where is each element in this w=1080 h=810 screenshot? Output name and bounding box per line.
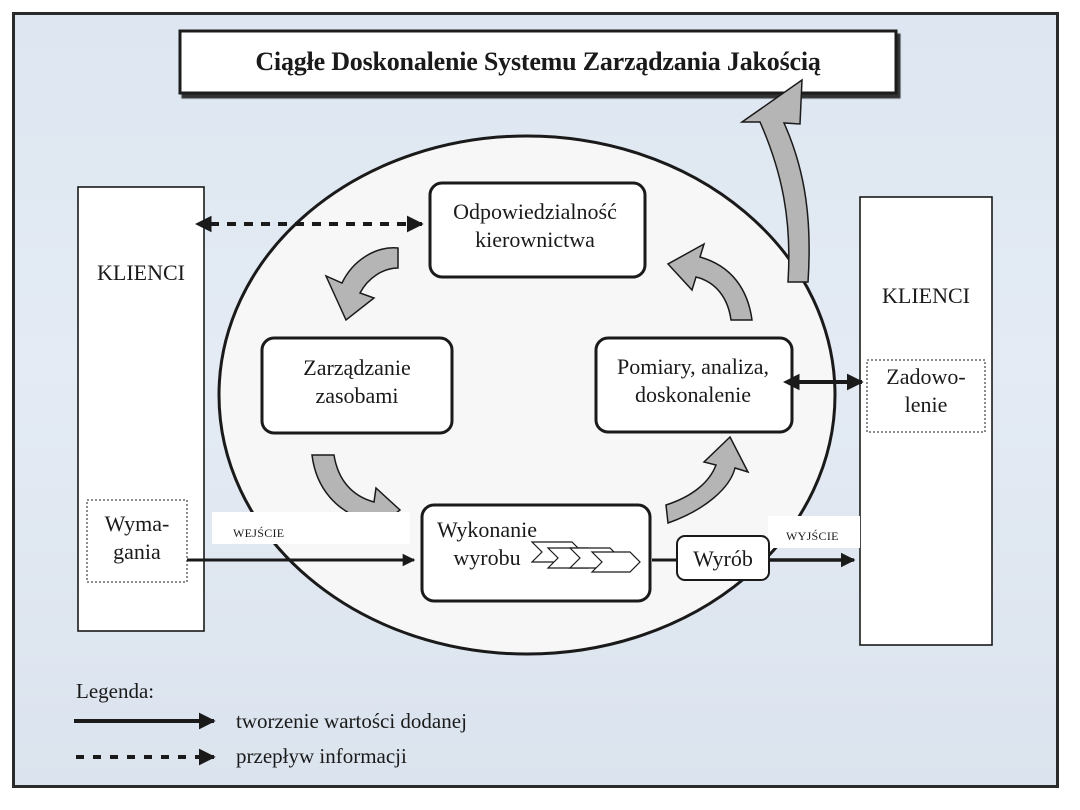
improvement-arrow: [739, 78, 810, 283]
input-label: WEJŚCIE: [233, 526, 285, 540]
legend-title: Legenda:: [76, 679, 155, 703]
output-label: WYJŚCIE: [786, 529, 839, 543]
cycle-arrow-top-right: [666, 242, 753, 321]
resources-line-2: zasobami: [315, 382, 399, 408]
realization-box: [420, 503, 652, 603]
management-line-2: kierownictwa: [475, 226, 595, 252]
resources-box: [260, 336, 454, 435]
requirements-box: [86, 499, 188, 583]
output-label-box: [768, 516, 860, 548]
customers-right-label: KLIENCI: [882, 283, 970, 308]
chevron-flow-icon: [530, 541, 641, 573]
resources-line-1: Zarządzanie: [303, 355, 411, 380]
satisfaction-line-1: Zadowo-: [886, 364, 966, 389]
management-box: [428, 181, 647, 279]
product-box: [676, 535, 770, 581]
legend-solid-label: tworzenie wartości dodanej: [236, 709, 467, 733]
resources-label: Zarządzanie zasobami: [262, 354, 452, 409]
product-label: Wyrób: [693, 546, 753, 571]
management-line-1: Odpowiedzialność: [453, 199, 617, 224]
measurement-line-2: doskonalenie: [634, 381, 752, 407]
cycle-arrow-top-left: [324, 247, 399, 322]
legend-dotted-label: przepływ informacji: [236, 744, 407, 768]
requirements-line-2: gania: [113, 538, 161, 564]
measurement-label: Pomiary, analiza, doskonalenie: [596, 353, 790, 408]
satisfaction-label: Zadowo- lenie: [867, 363, 985, 418]
realization-label: Wykonanie wyrobu: [422, 516, 552, 571]
title-box: [178, 29, 898, 95]
realization-line-2: wyrobu: [453, 544, 521, 570]
requirements-line-1: Wyma-: [104, 511, 170, 536]
cycle-arrow-bottom-right: [665, 435, 750, 525]
realization-line-1: Wykonanie: [436, 517, 538, 542]
requirements-label: Wyma- gania: [87, 510, 187, 565]
input-label-box: [212, 512, 410, 544]
management-label: Odpowiedzialność kierownictwa: [430, 198, 640, 253]
measurement-line-1: Pomiary, analiza,: [617, 354, 769, 379]
page-title: Ciągłe Doskonalenie Systemu Zarządzania …: [180, 31, 896, 93]
satisfaction-line-2: lenie: [904, 391, 948, 417]
satisfaction-box: [866, 359, 986, 433]
customers-left-label: KLIENCI: [97, 260, 185, 285]
title-text: Ciągłe Doskonalenie Systemu Zarządzania …: [255, 47, 821, 76]
